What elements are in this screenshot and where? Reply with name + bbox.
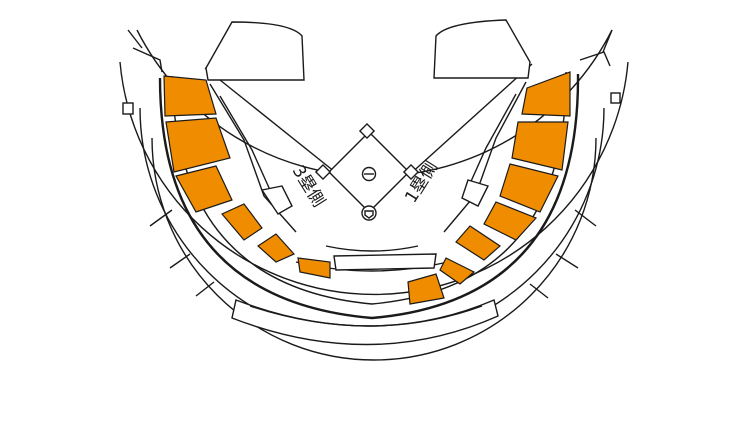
right-dugout (461, 179, 489, 207)
front-row-box (333, 253, 437, 271)
seat-block-l1[interactable] (163, 75, 217, 117)
backstop-outer (231, 299, 499, 346)
right-small-box (610, 92, 621, 104)
seat-block-r7[interactable] (407, 273, 445, 305)
left-small-box (122, 102, 134, 115)
third-base-seating (163, 75, 331, 279)
seat-block-l6[interactable] (297, 257, 331, 279)
seat-block-r4[interactable] (483, 201, 538, 241)
outer-left-top (127, 29, 143, 49)
left-dugout (260, 185, 293, 215)
seat-block-l5[interactable] (257, 233, 295, 263)
left-radial-c (195, 281, 215, 297)
foul-line-left (204, 67, 341, 177)
infield-backstop-line (325, 245, 419, 252)
right-upper-structure (579, 51, 611, 67)
foul-line-right (407, 63, 533, 177)
seat-block-r3[interactable] (499, 163, 559, 213)
right-radial-a (574, 209, 597, 227)
home-plate-icon (361, 205, 377, 221)
seat-block-r5[interactable] (455, 225, 501, 261)
infield (204, 63, 533, 252)
right-bleacher-wedge (433, 19, 531, 79)
backstop-stand (231, 299, 499, 346)
bowl-outer-line (158, 73, 580, 320)
right-inner-wall (443, 81, 527, 233)
right-stand-structure (433, 19, 531, 233)
right-radial-c (529, 283, 549, 299)
left-radial-a (149, 209, 173, 227)
left-radial-b (169, 253, 191, 269)
right-radial-b (555, 253, 579, 269)
seat-block-r2[interactable] (511, 121, 569, 171)
second-base (358, 122, 376, 140)
backstop-inner (249, 305, 483, 327)
outer-right-top (602, 29, 613, 53)
left-bleacher-wedge (205, 21, 305, 81)
third-base (314, 163, 332, 181)
left-stand-structure (205, 21, 305, 233)
right-inner-wall-2 (467, 93, 517, 189)
left-inner-wall-2 (219, 95, 271, 191)
first-base-side-label: 1塁側 (401, 158, 442, 207)
first-base (402, 163, 420, 181)
seat-block-r1[interactable] (521, 71, 571, 117)
first-base-seating (407, 71, 571, 305)
concourse-arc-inner (151, 137, 597, 361)
left-upper-structure (132, 47, 163, 73)
second-arc (119, 61, 629, 296)
left-inner-wall (209, 83, 297, 233)
seat-block-r6[interactable] (439, 257, 476, 285)
seat-block-l2[interactable] (165, 117, 231, 173)
seat-block-l4[interactable] (221, 203, 263, 241)
seat-block-l3[interactable] (175, 165, 233, 213)
pitcher-mound-icon (361, 166, 377, 182)
